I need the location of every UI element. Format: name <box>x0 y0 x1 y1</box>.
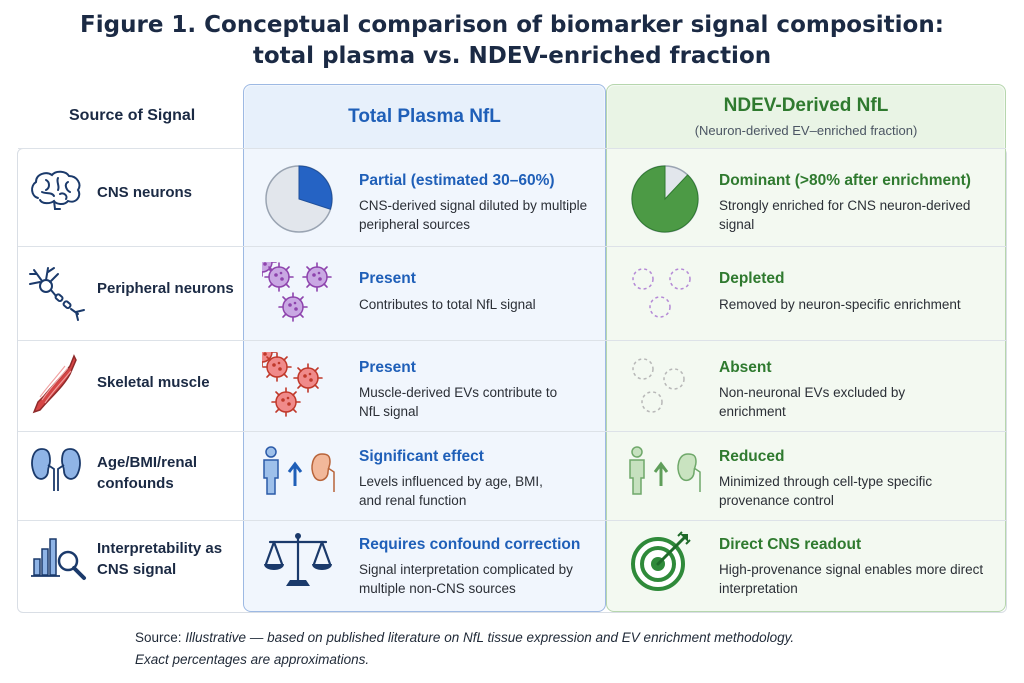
vesicle-cluster-icon <box>262 262 332 322</box>
row-label-cns-neurons: CNS neurons <box>97 184 193 201</box>
row-label-peripheral-neurons: Peripheral neurons <box>97 280 234 297</box>
ndev-column-subheader: (Neuron-derived EV–enriched fraction) <box>694 123 918 138</box>
ndev-confounds-title: Reduced <box>719 448 785 465</box>
vesicle-cluster-icon <box>262 352 323 417</box>
pie-slice-cns <box>298 165 333 210</box>
footnote-line2: Exact percentages are approximations. <box>135 652 370 667</box>
arrow-up-icon <box>287 461 303 486</box>
ndev-confounds-desc: Minimized through cell-type specific pro… <box>719 474 933 508</box>
footnote: Source: Illustrative — based on publishe… <box>135 627 794 671</box>
plasma-interpret-title: Requires confound correction <box>359 536 581 553</box>
row-label-interpretability-line1: Interpretability as <box>97 540 223 557</box>
plasma-cns-title: Partial (estimated 30–60%) <box>359 172 555 189</box>
ndev-muscle-title: Absent <box>719 359 772 376</box>
row-label-skeletal-muscle: Skeletal muscle <box>97 374 210 391</box>
dashed-vesicle-icon <box>632 268 691 318</box>
plasma-peripheral-title: Present <box>359 270 416 287</box>
footnote-line1: Source: Illustrative — based on publishe… <box>135 627 794 649</box>
row-label-confounds: Age/BMI/renal confounds <box>97 452 197 494</box>
arrow-up-icon <box>653 461 669 486</box>
ndev-column-header: NDEV-Derived NfL <box>723 95 889 116</box>
target-icon <box>631 531 691 591</box>
row-label-interpretability-line2: CNS signal <box>97 561 177 578</box>
footnote-lead: Source: <box>135 630 182 645</box>
kidney-icon <box>31 448 81 491</box>
ndev-muscle-desc: Non-neuronal EVs excluded by enrichment <box>719 385 906 419</box>
person-icon <box>263 446 279 495</box>
plasma-confounds-title: Significant effect <box>359 448 484 465</box>
person-icon <box>629 446 645 495</box>
plasma-muscle-desc: Muscle-derived EVs contribute to NfL sig… <box>359 385 558 419</box>
pie-chart-icon <box>265 165 333 233</box>
row-divider <box>18 431 1006 432</box>
row-divider <box>18 246 1006 247</box>
plasma-muscle-title: Present <box>359 359 416 376</box>
plasma-confounds-desc: Levels influenced by age, BMI, and renal… <box>359 474 543 508</box>
scales-icon <box>264 533 332 586</box>
row-divider <box>18 148 1006 149</box>
person-kidney-icon <box>629 446 701 495</box>
kidney-icon <box>677 453 701 492</box>
figure-title-line1: Figure 1. Conceptual comparison of bioma… <box>80 12 944 38</box>
plasma-interpret-desc: Signal interpretation complicated by mul… <box>359 562 573 596</box>
chart-magnifier-icon <box>31 538 86 580</box>
plasma-column-header: Total Plasma NfL <box>348 106 501 127</box>
plasma-peripheral-desc: Contributes to total NfL signal <box>359 297 536 312</box>
ndev-interpret-title: Direct CNS readout <box>719 536 862 553</box>
ndev-peripheral-desc: Removed by neuron-specific enrichment <box>719 297 961 312</box>
plasma-header-bg <box>245 86 604 148</box>
footnote-text: Illustrative — based on published litera… <box>185 630 795 645</box>
ndev-cns-title: Dominant (>80% after enrichment) <box>719 172 971 189</box>
row-label-confounds-line2: confounds <box>97 475 174 492</box>
dashed-vesicle-icon <box>632 358 685 413</box>
muscle-icon <box>32 354 77 414</box>
neuron-icon <box>29 267 85 321</box>
plasma-cns-desc: CNS-derived signal diluted by multiple p… <box>359 198 588 232</box>
row-label-interpretability: Interpretability as CNS signal <box>97 538 222 580</box>
pie-slice-cns <box>631 165 699 233</box>
pie-chart-icon <box>631 165 699 233</box>
row-label-confounds-line1: Age/BMI/renal <box>97 454 198 471</box>
ndev-cns-desc: Strongly enriched for CNS neuron-derived… <box>719 198 971 232</box>
figure-title-line2: total plasma vs. NDEV-enriched fraction <box>252 43 772 69</box>
source-column-header: Source of Signal <box>69 107 196 124</box>
figure-title: Figure 1. Conceptual comparison of bioma… <box>0 10 1024 72</box>
person-kidney-icon <box>263 446 335 495</box>
ndev-interpret-desc: High-provenance signal enables more dire… <box>719 562 984 596</box>
ndev-peripheral-title: Depleted <box>719 270 785 287</box>
brain-icon <box>31 170 81 210</box>
ndev-header-bg <box>608 86 1004 148</box>
kidney-icon <box>311 453 335 492</box>
row-divider <box>18 520 1006 521</box>
row-divider <box>18 340 1006 341</box>
